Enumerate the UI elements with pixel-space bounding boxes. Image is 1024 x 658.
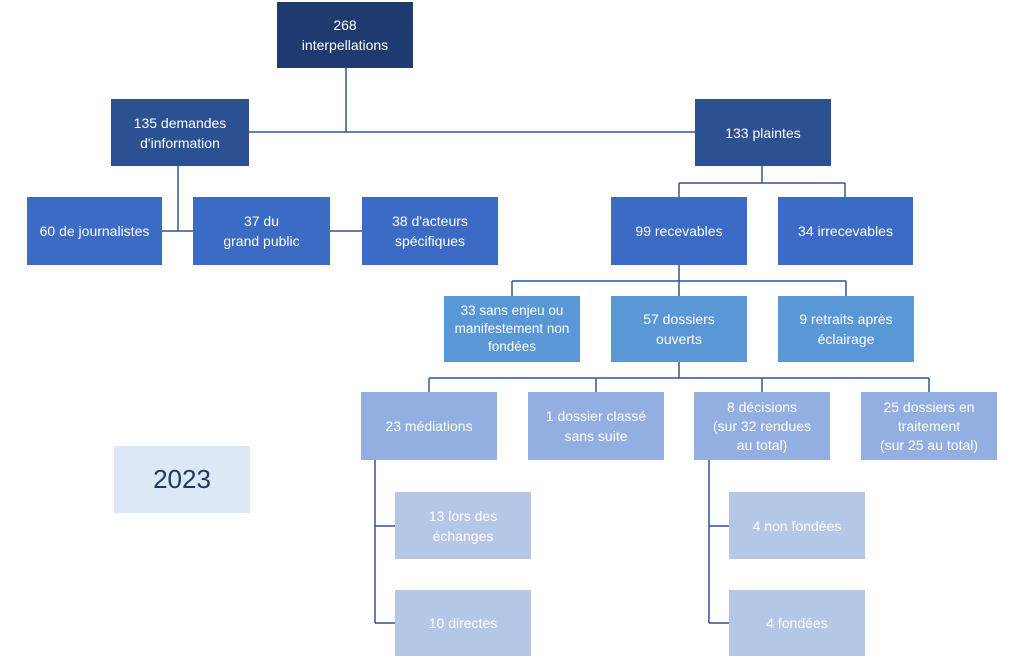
- node-directes: 10 directes: [395, 590, 531, 656]
- node-dossiers-ouverts-line2: ouverts: [656, 331, 702, 347]
- node-mediations-line1: 23 médiations: [385, 418, 473, 434]
- node-directes-line1: 10 directes: [428, 615, 498, 631]
- node-classe-line2: sans suite: [564, 428, 628, 444]
- node-en-traitement: 25 dossiers en traitement (sur 25 au tot…: [861, 392, 997, 460]
- node-fondees-line1: 4 fondées: [766, 615, 828, 631]
- node-grand-public-line2: grand public: [223, 233, 300, 249]
- node-irrecevables-line1: 34 irrecevables: [798, 223, 893, 239]
- node-grand-public-line1: 37 du: [243, 213, 280, 229]
- node-acteurs-line1: 38 d'acteurs: [392, 213, 468, 229]
- node-fondees: 4 fondées: [729, 590, 865, 656]
- node-acteurs-specifiques: 38 d'acteurs spécifiques: [362, 197, 498, 265]
- year-text: 2023: [153, 464, 211, 494]
- node-non-fondees-line1: 4 non fondées: [752, 517, 842, 534]
- node-interpellations-label: interpellations: [301, 37, 389, 53]
- node-journalistes-line1: 60 de journalistes: [39, 223, 150, 239]
- node-irrecevables: 34 irrecevables: [778, 197, 913, 265]
- node-decisions-line3: au total): [736, 436, 788, 453]
- node-plaintes: 133 plaintes: [695, 99, 831, 166]
- node-decisions-line2: (sur 32 rendues: [712, 417, 812, 434]
- node-sans-enjeu-line2: manifestement non: [454, 321, 570, 336]
- node-retraits-line2: éclairage: [817, 331, 875, 347]
- node-recevables-line1: 99 recevables: [635, 223, 723, 239]
- node-mediations: 23 médiations: [361, 392, 497, 460]
- node-sans-enjeu-line1: 33 sans enjeu ou: [460, 303, 564, 318]
- node-classe-sans-suite: 1 dossier classé sans suite: [528, 392, 664, 460]
- node-acteurs-line2: spécifiques: [394, 233, 466, 249]
- node-retraits-line1: 9 retraits après: [799, 311, 893, 327]
- node-demandes-information: 135 demandes d'information: [111, 99, 249, 166]
- node-grand-public: 37 du grand public: [193, 197, 330, 265]
- node-retraits: 9 retraits après éclairage: [778, 296, 914, 362]
- node-dossiers-ouverts-line1: 57 dossiers: [643, 311, 715, 327]
- node-echanges-line2: échanges: [432, 527, 494, 544]
- node-decisions: 8 décisions (sur 32 rendues au total): [694, 392, 830, 460]
- node-interpellations: 268 interpellations: [277, 2, 413, 68]
- node-non-fondees: 4 non fondées: [729, 492, 865, 559]
- node-demandes-line1: 135 demandes: [133, 114, 227, 131]
- node-sans-enjeu-line3: fondées: [487, 339, 537, 354]
- node-journalistes: 60 de journalistes: [27, 197, 162, 265]
- node-en-traitement-line3: (sur 25 au total): [879, 436, 979, 453]
- node-interpellations-count: 268: [333, 17, 357, 33]
- node-lors-des-echanges: 13 lors des échanges: [395, 492, 531, 559]
- node-en-traitement-line1: 25 dossiers en: [883, 398, 975, 415]
- year-label: 2023: [114, 446, 250, 513]
- node-dossiers-ouverts: 57 dossiers ouverts: [611, 296, 747, 362]
- node-echanges-line1: 13 lors des: [428, 507, 498, 524]
- node-en-traitement-line2: traitement: [897, 417, 961, 434]
- node-decisions-line1: 8 décisions: [726, 398, 798, 415]
- node-plaintes-line1: 133 plaintes: [725, 124, 801, 141]
- node-sans-enjeu: 33 sans enjeu ou manifestement non fondé…: [444, 296, 580, 362]
- node-classe-line1: 1 dossier classé: [545, 408, 647, 424]
- node-demandes-line2: d'information: [140, 134, 220, 151]
- node-recevables: 99 recevables: [611, 197, 747, 265]
